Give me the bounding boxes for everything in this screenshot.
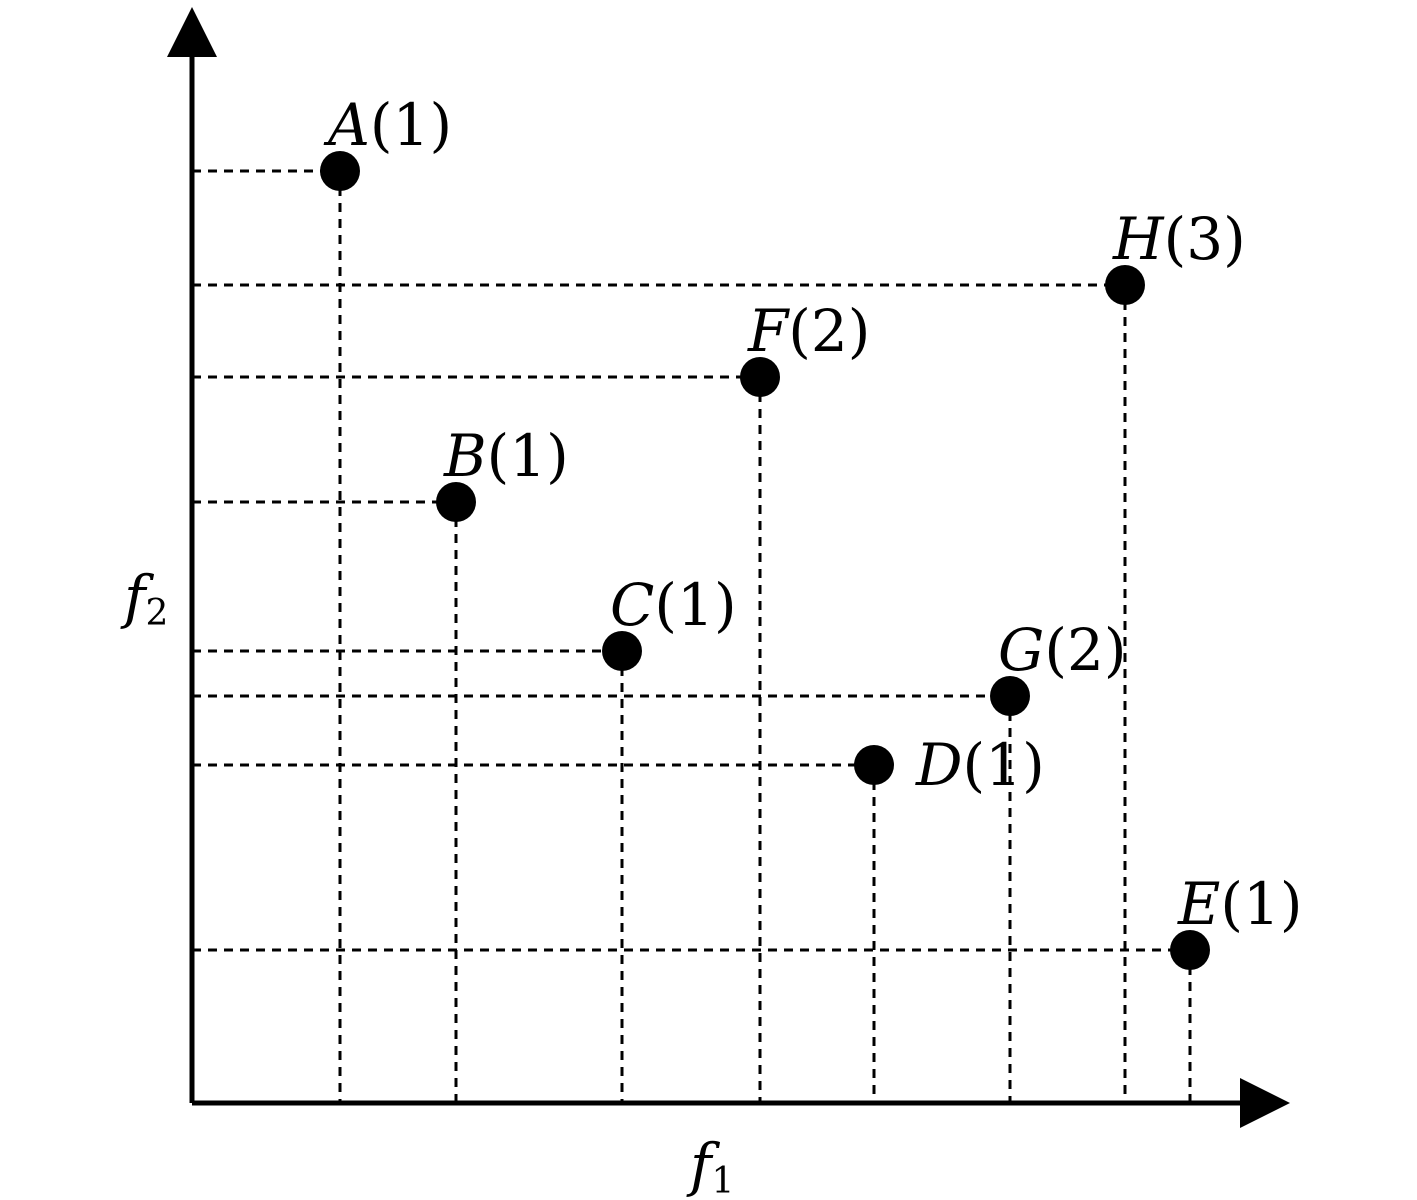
point-label-h: H(3) [1112,205,1246,273]
point-label-g: G(2) [998,616,1127,684]
y-axis-arrowhead [167,7,217,57]
y-axis-label: f2 [120,563,168,634]
x-axis-label: f1 [686,1131,734,1200]
point-g [990,676,1030,716]
point-d [854,745,894,785]
point-label-a: A(1) [323,91,452,159]
point-label-c: C(1) [610,571,737,639]
point-a [320,151,360,191]
point-labels: A(1) B(1) C(1) D(1) E(1) F(2) G(2) H(3) [323,91,1303,938]
x-axis-arrowhead [1240,1078,1290,1128]
point-c [602,631,642,671]
point-label-f: F(2) [747,297,870,365]
point-e [1170,930,1210,970]
data-points [320,151,1210,970]
point-label-d: D(1) [915,731,1045,799]
point-label-b: B(1) [443,422,569,490]
point-label-e: E(1) [1177,870,1303,938]
guide-lines [192,169,1192,1103]
point-b [436,482,476,522]
point-h [1105,265,1145,305]
point-f [740,357,780,397]
